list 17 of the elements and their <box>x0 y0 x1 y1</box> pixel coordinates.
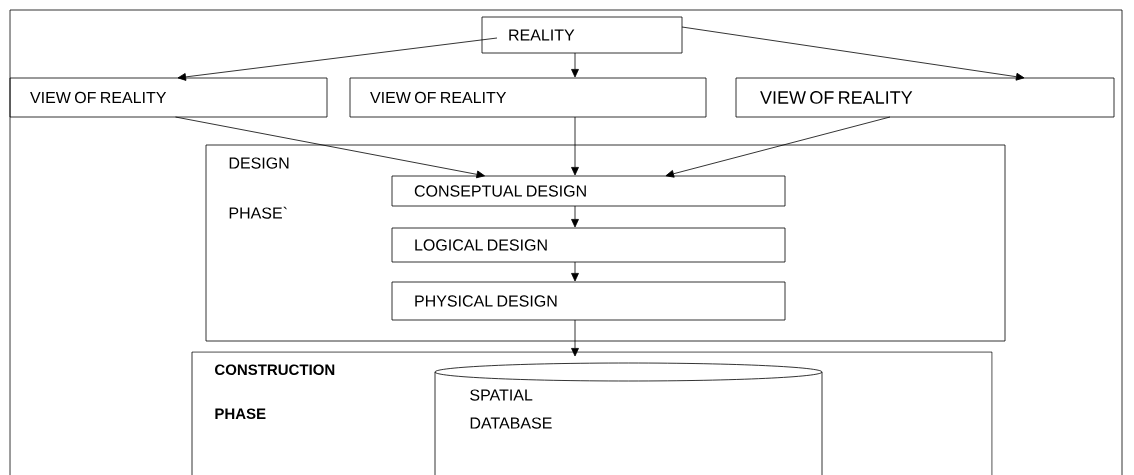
process-box: CONSEPTUAL DESIGN <box>391 175 786 207</box>
arrow <box>571 205 579 228</box>
database-cylinder: SPATIAL DATABASE <box>434 362 823 475</box>
process-box: REALITY <box>481 16 683 54</box>
arrow <box>177 37 498 81</box>
process-box: VIEW OF REALITY <box>735 77 1115 118</box>
arrow <box>571 116 579 176</box>
arrow <box>681 26 1025 81</box>
arrow <box>665 116 891 178</box>
process-box: PHYSICAL DESIGN <box>391 281 786 321</box>
process-box: LOGICAL DESIGN <box>391 227 786 263</box>
process-box: VIEW OF REALITY <box>349 77 707 118</box>
arrow <box>571 319 579 357</box>
process-box: VIEW OF REALITY <box>9 77 328 118</box>
arrow <box>571 261 579 282</box>
arrow <box>571 52 579 78</box>
arrow <box>175 116 485 179</box>
